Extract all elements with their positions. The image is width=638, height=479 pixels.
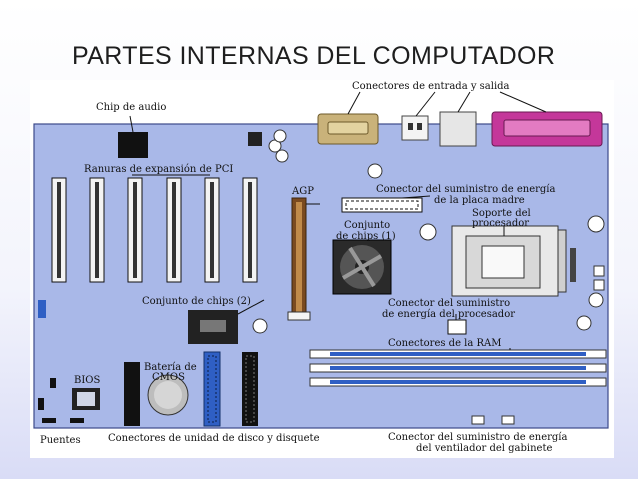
agp-slot bbox=[287, 197, 311, 321]
ram-slot-contacts bbox=[330, 366, 586, 370]
drive-connectors bbox=[124, 351, 258, 427]
fan-blades bbox=[341, 246, 383, 288]
capacitor bbox=[367, 163, 383, 179]
main-power-leader bbox=[401, 195, 431, 199]
serial-port-pins bbox=[327, 121, 369, 135]
network-connector bbox=[439, 111, 477, 147]
cpu-socket-center bbox=[481, 245, 525, 279]
ram-slot-contacts bbox=[330, 380, 586, 384]
io-leader-1 bbox=[347, 91, 361, 115]
front-panel-header bbox=[38, 300, 46, 318]
label-battery-1: Batería de bbox=[144, 362, 197, 373]
label-cpu-socket-2: procesador bbox=[472, 218, 529, 229]
label-ram: Conectores de la RAM bbox=[388, 338, 502, 349]
jumper bbox=[42, 418, 56, 423]
label-cpu-power-2: de energía del procesador bbox=[382, 309, 515, 320]
jumper-block bbox=[593, 279, 605, 291]
capacitor bbox=[273, 129, 287, 143]
label-agp: AGP bbox=[291, 186, 314, 197]
label-bios: BIOS bbox=[74, 375, 100, 386]
fan-power-connector bbox=[501, 415, 515, 425]
main-power-connector bbox=[341, 197, 423, 213]
label-chipset-1a: Conjunto bbox=[344, 220, 390, 231]
floppy-connector bbox=[124, 362, 140, 426]
chipset-2-mark bbox=[200, 320, 226, 332]
motherboard-diagram: Chip de audio Conectores de entrada y sa… bbox=[30, 80, 614, 458]
label-jumpers: Puentes bbox=[40, 435, 81, 446]
io-connectors bbox=[317, 91, 603, 147]
label-chipset-2: Conjunto de chips (2) bbox=[142, 296, 251, 307]
label-battery-2: CMOS bbox=[152, 372, 185, 383]
label-main-power-2: de la placa madre bbox=[434, 195, 525, 206]
label-cpu-power-1: Conector del suministro bbox=[388, 298, 510, 309]
capacitor bbox=[588, 292, 604, 308]
label-pci-slots: Ranuras de expansión de PCI bbox=[84, 164, 233, 175]
cpu-socket bbox=[451, 225, 605, 297]
ram-slots bbox=[309, 349, 607, 387]
label-drive-connectors: Conectores de unidad de disco y disquete bbox=[108, 433, 320, 444]
jumper bbox=[50, 378, 56, 388]
capacitor bbox=[275, 149, 289, 163]
cpu-socket-clip bbox=[570, 248, 576, 282]
ide-connector-blue bbox=[203, 351, 221, 427]
label-cpu-socket-1: Soporte del bbox=[472, 208, 531, 219]
label-main-power-1: Conector del suministro de energía bbox=[376, 184, 556, 195]
capacitor bbox=[252, 318, 268, 334]
audio-chip-body bbox=[118, 132, 148, 158]
ide-connector-pins bbox=[245, 355, 255, 423]
label-fan-power-1: Conector del suministro de energía bbox=[388, 432, 568, 443]
usb-connector bbox=[401, 115, 429, 141]
label-io-connectors: Conectores de entrada y salida bbox=[352, 81, 510, 92]
agp-slot-pins bbox=[296, 202, 302, 314]
label-fan-power-2: del ventilador del gabinete bbox=[416, 443, 552, 454]
io-leader-2 bbox=[415, 91, 436, 117]
ide-connector-black bbox=[242, 352, 258, 426]
pci-slot bbox=[242, 177, 258, 283]
chipset-2-leader bbox=[237, 299, 265, 315]
capacitor bbox=[576, 315, 592, 331]
main-power-pins bbox=[345, 200, 419, 210]
io-leader-4 bbox=[499, 91, 547, 113]
label-audio-chip: Chip de audio bbox=[96, 102, 166, 113]
jumper bbox=[38, 398, 44, 410]
jumper bbox=[70, 418, 84, 423]
ram-slot-contacts bbox=[330, 352, 586, 356]
pci-slot bbox=[166, 177, 182, 283]
capacitor bbox=[419, 223, 437, 241]
small-chip bbox=[248, 132, 262, 146]
page-title: PARTES INTERNAS DEL COMPUTADOR bbox=[72, 42, 556, 70]
jumper-block bbox=[593, 265, 605, 277]
usb-port-a bbox=[408, 123, 413, 130]
io-leader-3 bbox=[457, 91, 471, 113]
capacitor bbox=[587, 215, 605, 233]
bios-chip-label bbox=[77, 392, 95, 406]
main-power-body bbox=[341, 197, 423, 213]
usb-port-b bbox=[417, 123, 422, 130]
cpu-socket-lever bbox=[557, 229, 567, 293]
label-chipset-1b: de chips (1) bbox=[336, 231, 396, 242]
pci-slot bbox=[204, 177, 220, 283]
agp-latch bbox=[287, 311, 311, 321]
pci-slot bbox=[127, 177, 143, 283]
parallel-port-pins bbox=[503, 119, 591, 137]
cmos-battery-face bbox=[154, 381, 182, 409]
pci-slot-channel bbox=[57, 182, 61, 278]
ide-connector-pins bbox=[207, 355, 217, 423]
cpu-power-connector bbox=[447, 319, 467, 335]
chipset-1-fan bbox=[332, 239, 392, 295]
pci-slots bbox=[51, 177, 258, 283]
pci-slot bbox=[89, 177, 105, 283]
pci-slot bbox=[51, 177, 67, 283]
fan-power-connector bbox=[471, 415, 485, 425]
audio-chip bbox=[118, 115, 148, 158]
audio-chip-leader bbox=[129, 115, 134, 133]
